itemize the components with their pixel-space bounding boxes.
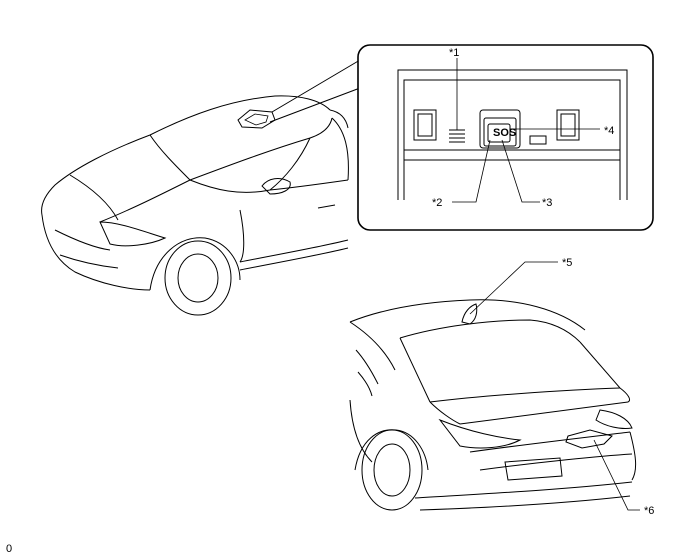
footer-code: 0 bbox=[6, 543, 12, 555]
zoom-connector bbox=[269, 59, 361, 123]
front-car-illustration bbox=[41, 95, 349, 316]
callout-1: *1 bbox=[449, 47, 459, 59]
indicator-light bbox=[529, 135, 547, 145]
sos-button bbox=[487, 123, 511, 143]
callout-2: *2 bbox=[432, 197, 442, 209]
callout-6: *6 bbox=[644, 505, 654, 517]
callout-3: *3 bbox=[542, 197, 552, 209]
callout-5: *5 bbox=[562, 257, 572, 269]
overhead-console-detail: SOS *1 *4 *2 *3 bbox=[357, 44, 654, 231]
antenna bbox=[461, 303, 478, 325]
sos-label: SOS bbox=[493, 127, 516, 139]
callout-4: *4 bbox=[604, 125, 614, 137]
rear-car-illustration: *5 *6 bbox=[349, 257, 654, 517]
